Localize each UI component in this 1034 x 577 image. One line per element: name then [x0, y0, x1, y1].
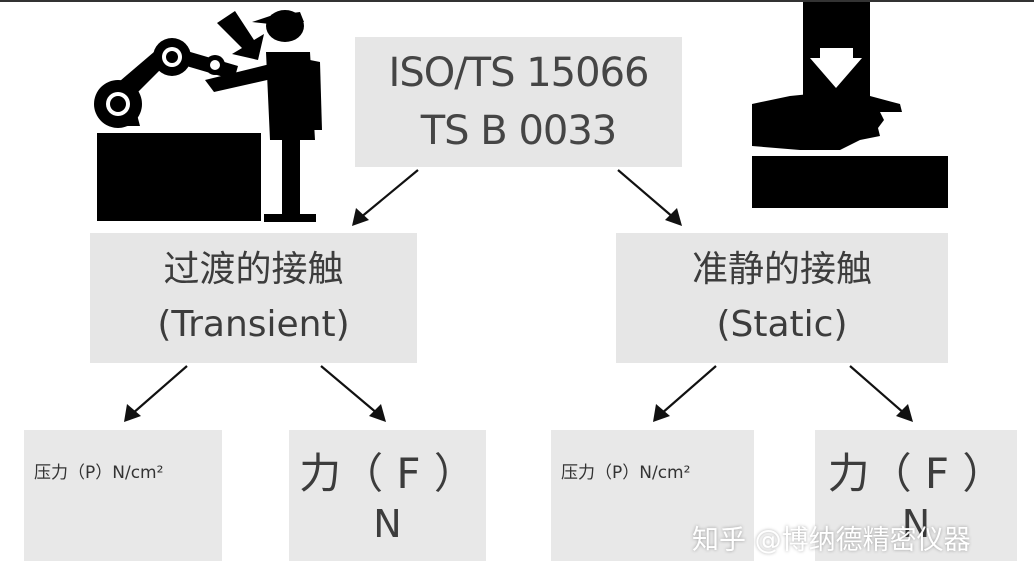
arrow-static-to-pressure — [660, 365, 717, 415]
force-unit: N — [373, 502, 402, 546]
pressure-box-transient: 压力（P）N/cm² — [24, 430, 222, 561]
force-label: 力（ F ） — [299, 449, 476, 498]
static-title-cn: 准静的接触 — [691, 249, 872, 290]
pressure-box-static: 压力（P）N/cm² — [551, 430, 754, 561]
standard-line-2: TS B 0033 — [420, 108, 617, 154]
watermark: 知乎 @博纳德精密仪器 — [692, 525, 971, 556]
robot-arm-worker-icon — [94, 10, 322, 222]
standard-root-box: ISO/TS 15066 TS B 0033 — [355, 37, 682, 167]
transient-title-cn: 过渡的接触 — [163, 249, 344, 290]
hand-press-icon — [752, 2, 948, 208]
force-box-static: 力（ F ） N — [815, 430, 1017, 561]
transient-contact-box: 过渡的接触 (Transient) — [90, 233, 417, 363]
standard-line-1: ISO/TS 15066 — [388, 50, 650, 96]
arrow-static-to-force — [849, 365, 906, 415]
pressure-label: 压力（P）N/cm² — [34, 463, 164, 483]
pressure-label: 压力（P）N/cm² — [561, 463, 691, 483]
force-label: 力（ F ） — [827, 449, 1005, 498]
static-contact-box: 准静的接触 (Static) — [616, 233, 948, 363]
arrow-root-to-static — [617, 169, 675, 219]
static-title-en: (Static) — [716, 304, 848, 345]
transient-title-en: (Transient) — [157, 304, 350, 345]
arrow-transient-to-force — [320, 365, 379, 415]
force-box-transient: 力（ F ） N — [289, 430, 486, 561]
connector-arrows — [124, 169, 913, 422]
arrow-transient-to-pressure — [131, 365, 188, 415]
force-unit: N — [901, 502, 931, 546]
arrow-root-to-transient — [359, 169, 419, 219]
top-border-line — [0, 0, 1034, 2]
